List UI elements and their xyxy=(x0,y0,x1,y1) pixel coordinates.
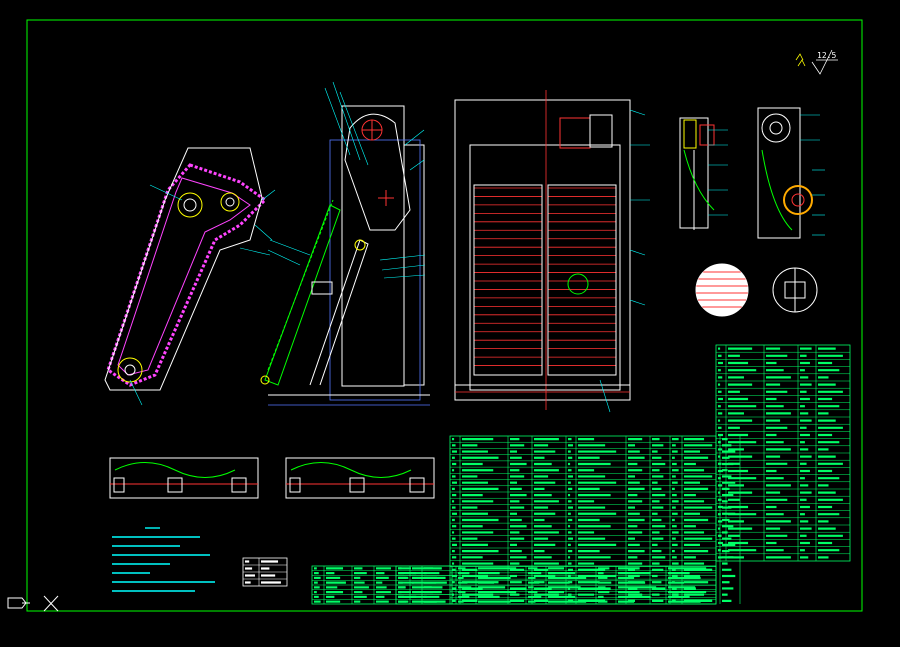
side-view-frame xyxy=(260,81,430,406)
crosshair-x-icon xyxy=(43,595,59,612)
detail-section-circle-right xyxy=(772,267,818,313)
head-sprocket xyxy=(177,192,203,218)
screen-slats-left xyxy=(474,187,542,366)
ucs-axis-icon xyxy=(7,597,30,609)
section-view-b xyxy=(285,457,435,499)
front-view-screen xyxy=(454,90,650,413)
right-parts-list-table xyxy=(715,344,851,562)
detail-callout-circle xyxy=(567,273,589,295)
tail-sprocket xyxy=(117,357,143,383)
technical-notes xyxy=(112,527,215,592)
middle-parts-list-table xyxy=(449,435,741,605)
section-view-a xyxy=(109,457,259,499)
detail-section-circle-left xyxy=(695,263,749,317)
surface-roughness-symbol: 12.5 xyxy=(795,49,838,75)
side-view-chain-conveyor xyxy=(104,147,276,406)
drawing-frame xyxy=(26,19,863,612)
detail-view-drive-side xyxy=(679,117,728,230)
roughness-value: 12.5 xyxy=(817,51,836,60)
detail-view-drive-head xyxy=(757,107,825,239)
screen-slats-right xyxy=(548,187,616,366)
small-info-table xyxy=(242,557,288,587)
chain-loop xyxy=(106,163,268,387)
head-gear xyxy=(783,185,813,215)
lower-title-table xyxy=(311,565,717,605)
